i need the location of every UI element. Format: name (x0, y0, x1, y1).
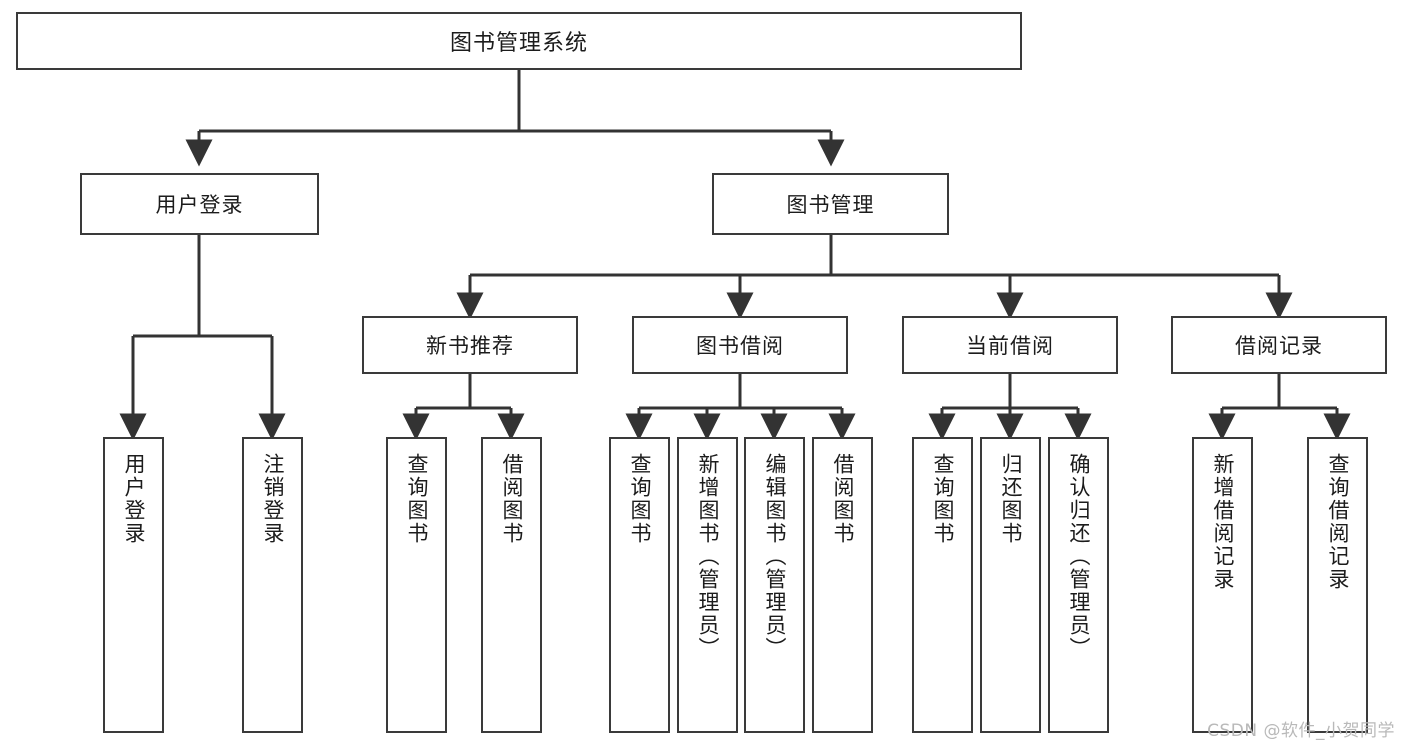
node-user-login[interactable]: 用户登录 (80, 173, 319, 235)
node-leaf-query-book-current[interactable]: 查询图书 (912, 437, 973, 733)
node-leaf-borrow-book-borrow[interactable]: 借阅图书 (812, 437, 873, 733)
leaf-label: 查询图书 (404, 453, 429, 545)
leaf-label: 新增图书（管理员） (695, 453, 720, 660)
node-leaf-borrow-book-recommend[interactable]: 借阅图书 (481, 437, 542, 733)
node-book-borrow[interactable]: 图书借阅 (632, 316, 848, 374)
leaf-label: 借阅图书 (499, 453, 524, 545)
leaf-label: 查询图书 (627, 453, 652, 545)
leaf-label: 编辑图书（管理员） (762, 453, 787, 660)
leaf-label: 注销登录 (260, 453, 285, 545)
leaf-label: 查询借阅记录 (1325, 453, 1350, 591)
node-book-manage[interactable]: 图书管理 (712, 173, 949, 235)
node-leaf-logout-login[interactable]: 注销登录 (242, 437, 303, 733)
node-leaf-query-book-recommend[interactable]: 查询图书 (386, 437, 447, 733)
node-leaf-add-borrow-record[interactable]: 新增借阅记录 (1192, 437, 1253, 733)
leaf-label: 借阅图书 (830, 453, 855, 545)
leaf-label: 确认归还（管理员） (1066, 453, 1091, 660)
leaf-label: 新增借阅记录 (1210, 453, 1235, 591)
node-leaf-confirm-return-admin[interactable]: 确认归还（管理员） (1048, 437, 1109, 733)
node-leaf-return-book[interactable]: 归还图书 (980, 437, 1041, 733)
node-root-system[interactable]: 图书管理系统 (16, 12, 1022, 70)
node-borrow-record[interactable]: 借阅记录 (1171, 316, 1387, 374)
node-current-borrow[interactable]: 当前借阅 (902, 316, 1118, 374)
leaf-label: 查询图书 (930, 453, 955, 545)
leaf-label: 归还图书 (998, 453, 1023, 545)
node-new-book-recommend[interactable]: 新书推荐 (362, 316, 578, 374)
node-leaf-add-book-admin[interactable]: 新增图书（管理员） (677, 437, 738, 733)
leaf-label: 用户登录 (121, 453, 146, 545)
watermark-text: CSDN @软件_小贺同学 (1207, 721, 1395, 741)
node-leaf-query-borrow-record[interactable]: 查询借阅记录 (1307, 437, 1368, 733)
node-leaf-user-login[interactable]: 用户登录 (103, 437, 164, 733)
node-leaf-query-book-borrow[interactable]: 查询图书 (609, 437, 670, 733)
node-leaf-edit-book-admin[interactable]: 编辑图书（管理员） (744, 437, 805, 733)
